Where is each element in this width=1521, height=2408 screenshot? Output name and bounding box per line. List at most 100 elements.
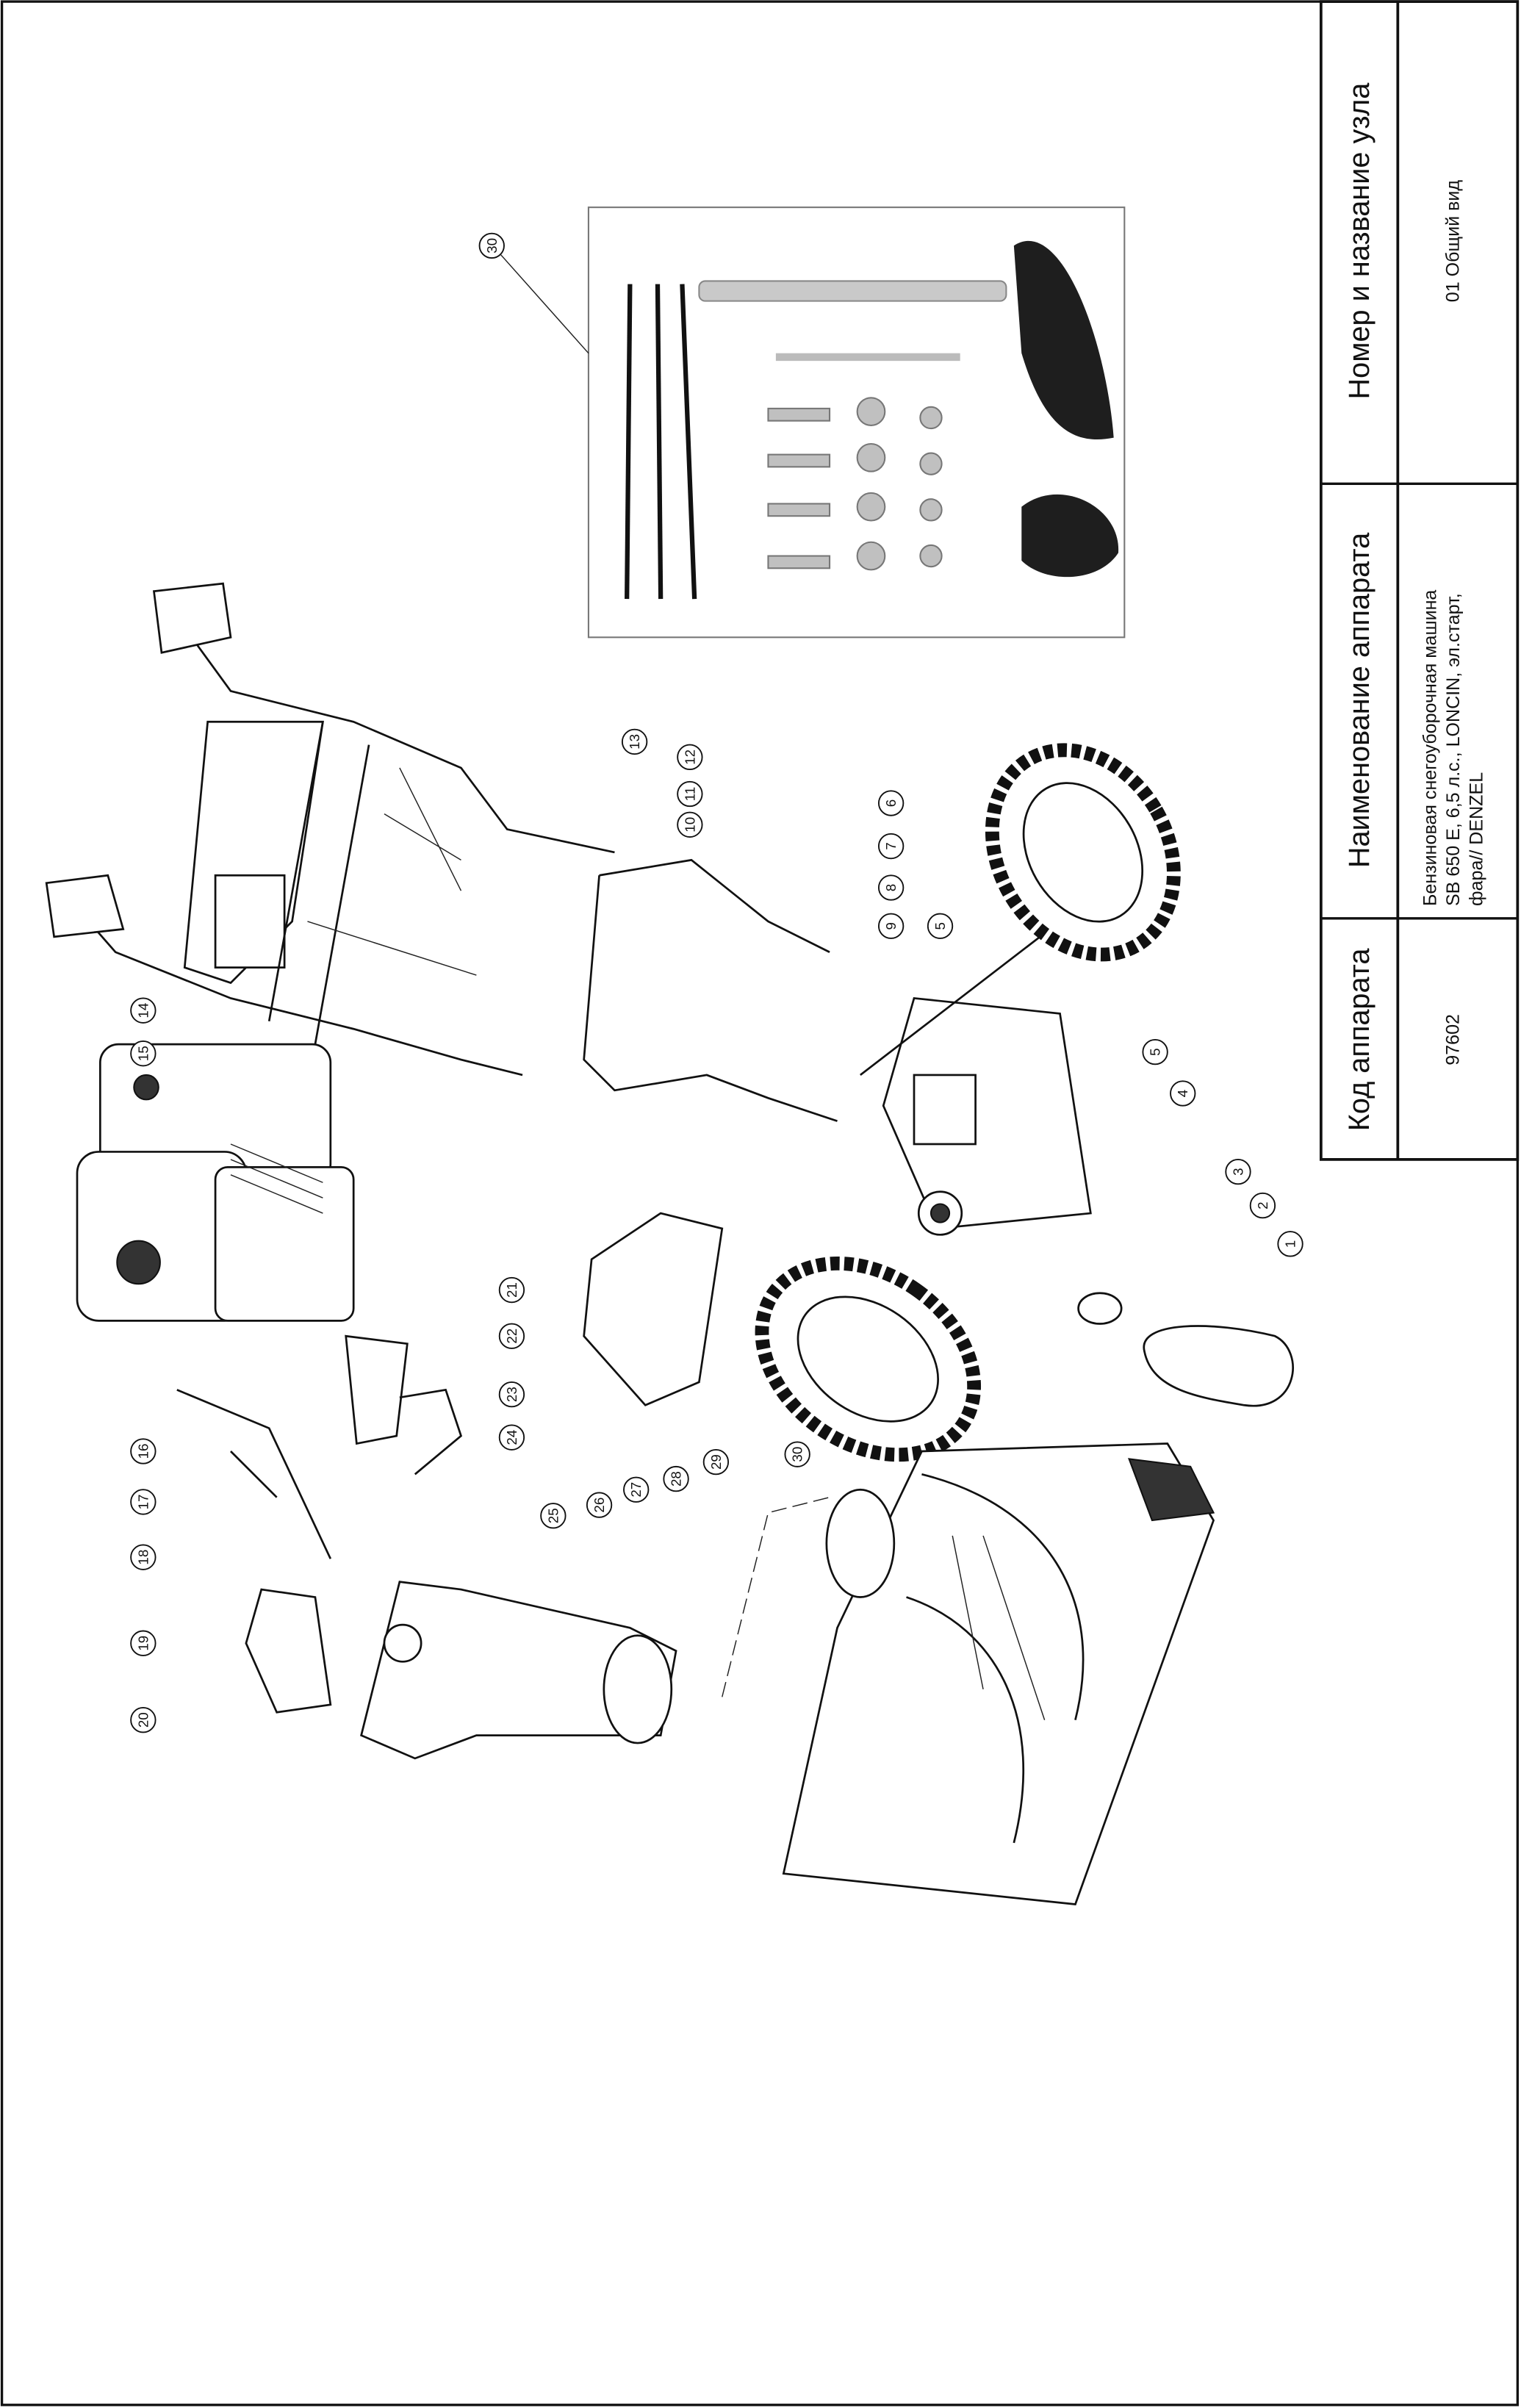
- callout: 3: [1225, 1158, 1251, 1185]
- callout: 11: [677, 780, 703, 808]
- callout: 26: [586, 1492, 613, 1518]
- callout: 27: [623, 1476, 650, 1503]
- discharge-chute: [360, 1581, 677, 1760]
- callout: 19: [130, 1630, 157, 1656]
- callout: 14: [130, 997, 157, 1024]
- callout: 30: [784, 1441, 810, 1467]
- callout-number: 13: [627, 734, 642, 750]
- callout: 4: [1170, 1080, 1196, 1107]
- callout-number: 18: [135, 1550, 151, 1565]
- gearbox: [860, 920, 1092, 1236]
- callout-circle: [498, 1381, 525, 1408]
- callout-number: 7: [883, 842, 899, 849]
- callout-number: 30: [484, 238, 500, 254]
- callout-circle: [623, 1476, 650, 1503]
- callout-circle: [130, 1707, 157, 1733]
- callout: 18: [130, 1544, 157, 1570]
- callout: 25: [540, 1503, 567, 1529]
- callout-circle: [677, 744, 703, 770]
- callout: 21: [498, 1276, 525, 1304]
- callout-circle: [130, 1438, 157, 1464]
- callout-circle: [130, 997, 157, 1024]
- callout-number: 23: [504, 1387, 519, 1402]
- callout-number: 6: [883, 799, 899, 807]
- callout-number: 2: [1255, 1201, 1270, 1209]
- wheel-upper: [985, 743, 1181, 962]
- callout: 13: [621, 728, 648, 755]
- callout-number: 27: [628, 1482, 644, 1498]
- callout-circle: [702, 1448, 730, 1476]
- accessories-photo: [587, 206, 1126, 639]
- callout-circle: [877, 790, 905, 816]
- chute-deflector: [245, 1588, 332, 1714]
- callout: 30: [478, 232, 589, 354]
- title-block: Номер и название узла 01 Общий вид Наиме…: [1319, 0, 1520, 1161]
- callout-circle: [540, 1503, 567, 1529]
- callout-number: 19: [135, 1636, 151, 1651]
- callout-number: 20: [135, 1712, 151, 1728]
- callout-number: 28: [669, 1471, 684, 1487]
- callout: 20: [130, 1707, 157, 1733]
- wheel-lower: [755, 1256, 982, 1462]
- callout-circle: [877, 874, 905, 901]
- callout-circle: [498, 1276, 525, 1304]
- callout-circle: [1170, 1080, 1196, 1107]
- callout-number: 26: [592, 1498, 607, 1513]
- callout-number: 16: [135, 1444, 151, 1459]
- engine: [76, 1043, 355, 1322]
- callout-circle: [1225, 1158, 1251, 1185]
- callout: 23: [498, 1381, 525, 1408]
- callout-circle: [621, 728, 648, 755]
- callout-circle: [1249, 1192, 1276, 1219]
- callout-number: 1: [1283, 1240, 1298, 1248]
- callout-number: 3: [1230, 1168, 1245, 1175]
- callout-circle: [130, 1544, 157, 1570]
- node-value: 01 Общий вид: [1443, 180, 1464, 303]
- belt-cover: [583, 1212, 724, 1406]
- callout-circle: [478, 232, 505, 259]
- callout: 12: [677, 744, 703, 770]
- name-line-3: фара// DENZEL: [1466, 772, 1486, 906]
- code-header: Код аппарата: [1343, 948, 1376, 1132]
- callout: 22: [498, 1323, 525, 1349]
- callout-number: 30: [790, 1447, 805, 1462]
- code-value: 97602: [1443, 1014, 1464, 1065]
- callout-circle: [677, 780, 703, 808]
- callout: 17: [130, 1489, 157, 1515]
- callout-circle: [677, 811, 703, 838]
- belt-and-pulley: [1077, 1292, 1294, 1407]
- name-line-1: Бензиновая снегоуборочная машина: [1420, 590, 1441, 906]
- callout: 28: [663, 1465, 689, 1492]
- callout-circle: [663, 1465, 689, 1492]
- callout-number: 12: [682, 750, 697, 765]
- callout: 5: [927, 913, 954, 939]
- auger-housing: [782, 1442, 1215, 1905]
- lower-handle-frame: [583, 858, 838, 1122]
- bracket: [345, 1334, 463, 1476]
- callout-circle: [1277, 1231, 1304, 1257]
- callout: 10: [677, 811, 703, 838]
- callouts: 30 13 12 11 10 9 5 6 7 8 5 4 3 2 1 14 15…: [130, 232, 1304, 1733]
- callout: 24: [498, 1424, 525, 1451]
- callout: 9: [877, 913, 905, 939]
- callout-number: 14: [135, 1003, 151, 1018]
- callout-circle: [927, 913, 954, 939]
- callout: 6: [877, 790, 905, 816]
- callout-circle: [130, 1630, 157, 1656]
- callout-number: 4: [1175, 1090, 1190, 1097]
- callout: 5: [1142, 1038, 1168, 1065]
- callout-circle: [130, 1489, 157, 1515]
- name-header: Наименование аппарата: [1343, 532, 1376, 868]
- callout-circle: [877, 833, 905, 860]
- callout-circle: [498, 1323, 525, 1349]
- callout: 1: [1277, 1231, 1304, 1257]
- callout: 7: [877, 833, 905, 860]
- callout-number: 9: [883, 922, 899, 930]
- callout-number: 8: [883, 884, 899, 891]
- callout-number: 25: [545, 1508, 561, 1523]
- callout: 29: [702, 1448, 730, 1476]
- leader-line: [500, 254, 589, 354]
- callout-circle: [498, 1424, 525, 1451]
